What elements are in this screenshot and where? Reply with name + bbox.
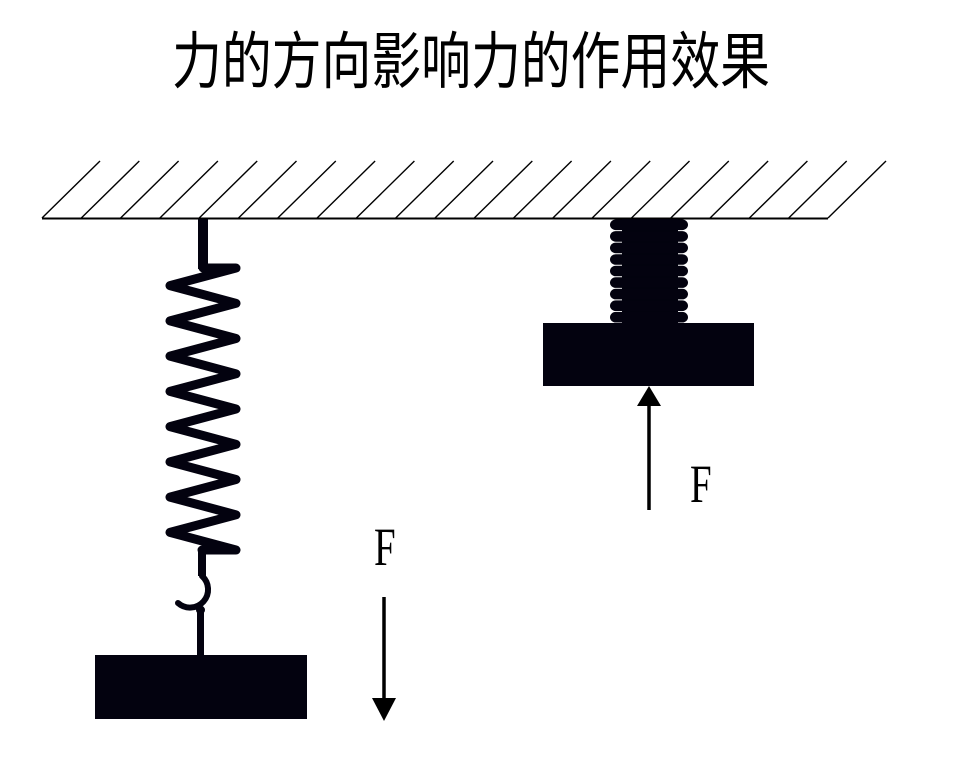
spring-coil — [610, 288, 688, 300]
right-force-label: F — [690, 454, 712, 514]
spring-coil — [610, 265, 688, 277]
hatch-line — [827, 160, 887, 219]
hatch-line — [355, 160, 415, 219]
hatch-line — [198, 160, 258, 219]
right-force-arrow — [637, 386, 661, 510]
hatch-line — [120, 160, 180, 219]
spring-coil — [610, 300, 688, 311]
left-force-arrow — [372, 597, 396, 721]
hatch-line — [80, 160, 140, 219]
left-force-label: F — [374, 517, 396, 577]
hatch-line — [552, 160, 612, 219]
hatch-line — [434, 160, 494, 219]
right-spring — [610, 219, 688, 324]
hook-rod — [197, 608, 204, 656]
spring-coil — [610, 231, 688, 242]
spring-coil — [610, 219, 688, 231]
spring-coil — [610, 254, 688, 265]
hook-knob — [196, 605, 205, 615]
hatch-line — [473, 160, 533, 219]
left-spring-bottom-rod — [198, 548, 206, 576]
hook — [175, 573, 212, 611]
spring-coil — [610, 311, 688, 323]
spring-coil — [610, 277, 688, 288]
hatch-line — [395, 160, 455, 219]
hatch-line — [670, 160, 730, 219]
right-block — [543, 323, 754, 386]
hatch-line — [159, 160, 219, 219]
ceiling — [41, 160, 887, 220]
left-spring — [165, 263, 241, 555]
hatch-line — [238, 160, 297, 219]
left-arrow-head — [372, 698, 396, 721]
hatch-line — [591, 160, 651, 219]
hatch-line — [748, 160, 808, 219]
left-spring-top-rod — [198, 219, 208, 269]
hatch-line — [41, 160, 101, 219]
hatch-line — [277, 160, 337, 219]
hatch-line — [513, 160, 573, 219]
right-arrow-head — [637, 386, 661, 406]
hatch-line — [316, 160, 376, 219]
left-block — [95, 655, 307, 719]
ceiling-hatching — [41, 160, 887, 219]
hatch-line — [709, 160, 769, 219]
hatch-line — [631, 160, 690, 219]
right-setup — [543, 219, 754, 510]
left-setup — [95, 219, 396, 721]
spring-coil — [610, 242, 688, 254]
hatch-line — [788, 160, 848, 219]
